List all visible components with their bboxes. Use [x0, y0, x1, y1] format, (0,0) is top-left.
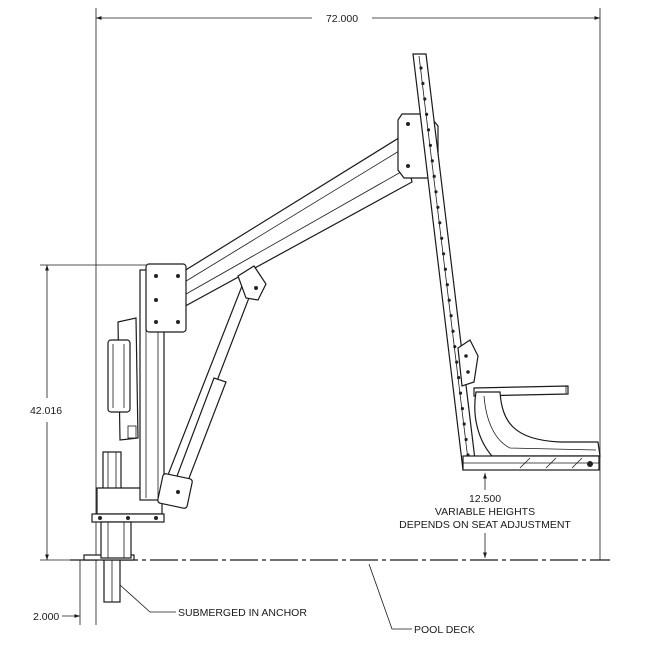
- seat-post-hole: [449, 314, 453, 318]
- seat-height-dimension: 12.500 VARIABLE HEIGHTS DEPENDS ON SEAT …: [399, 473, 571, 558]
- seat-post-hole: [445, 283, 449, 287]
- seat-note-line1: VARIABLE HEIGHTS: [435, 506, 535, 518]
- seat-post-hole: [419, 66, 423, 70]
- anchor-depth-dimension: 2.000: [33, 560, 81, 625]
- seat-post-hole: [436, 205, 440, 209]
- seat-post-hole: [428, 143, 432, 147]
- seat-post-hole: [447, 298, 451, 302]
- height-dimension: 42.016: [30, 265, 62, 560]
- actuator: [157, 265, 267, 509]
- anchor-label: SUBMERGED IN ANCHOR: [178, 607, 307, 619]
- deck-label: POOL DECK: [414, 624, 475, 636]
- seat-post-hole: [432, 174, 436, 178]
- deck-leader: POOL DECK: [368, 563, 475, 636]
- seat-post-hole: [443, 267, 447, 271]
- boom-arm: [145, 113, 439, 333]
- seat-post-hole: [423, 97, 427, 101]
- seat-post-hole: [426, 128, 431, 132]
- seat-post-hole: [425, 112, 429, 116]
- anchor-depth-label: 2.000: [33, 611, 59, 623]
- seat-post-hole: [453, 345, 457, 349]
- width-dimension: 72.000: [96, 13, 600, 25]
- seat-post-hole: [442, 252, 446, 256]
- seat-post-hole: [455, 360, 459, 364]
- seat-post-hole: [464, 437, 468, 442]
- seat: [457, 339, 601, 471]
- seat-post-hole: [430, 159, 434, 163]
- seat-post-hole: [462, 422, 466, 426]
- seat-post-hole: [421, 81, 425, 86]
- height-dimension-label: 42.016: [30, 405, 62, 417]
- seat-height-label: 12.500: [469, 493, 501, 505]
- width-dimension-label: 72.000: [326, 13, 358, 25]
- seat-post-hole: [438, 221, 442, 225]
- battery-box: [107, 317, 139, 441]
- anchor-sleeve: [83, 554, 135, 603]
- seat-post-hole: [460, 407, 464, 411]
- seat-post-hole: [457, 376, 461, 380]
- seat-note-line2: DEPENDS ON SEAT ADJUSTMENT: [399, 519, 571, 531]
- seat-post-hole: [434, 190, 438, 194]
- seat-post-hole: [458, 391, 463, 395]
- seat-post-hole: [451, 329, 455, 333]
- seat-post: [412, 53, 477, 471]
- anchor-leader: SUBMERGED IN ANCHOR: [119, 584, 307, 619]
- seat-post-hole: [440, 236, 444, 240]
